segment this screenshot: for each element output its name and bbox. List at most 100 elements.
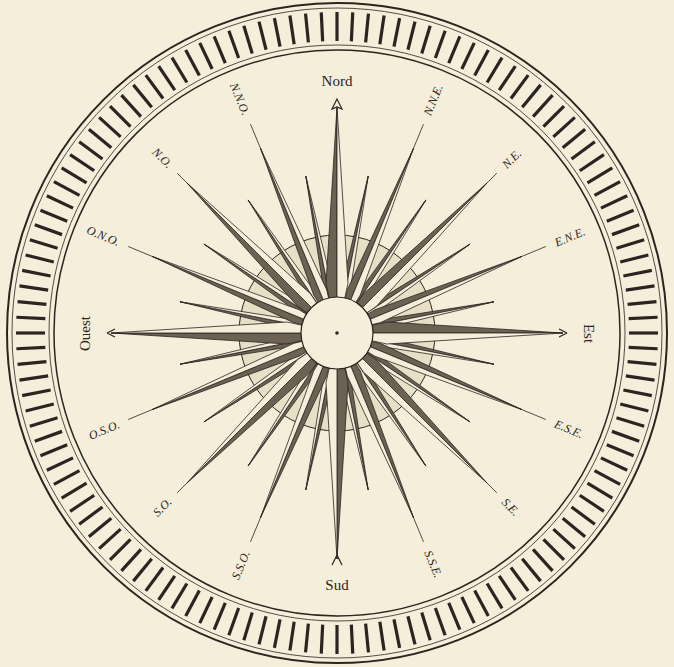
tick <box>47 196 73 208</box>
tick <box>121 549 140 570</box>
tick <box>351 625 352 654</box>
tick <box>366 14 369 43</box>
tick <box>394 619 400 647</box>
tick <box>449 603 460 630</box>
tick <box>587 483 612 498</box>
center-dot <box>335 331 339 335</box>
tick <box>335 12 338 41</box>
tip-mark <box>107 329 115 337</box>
tick <box>229 31 239 58</box>
tick <box>553 117 574 136</box>
tick <box>159 576 175 600</box>
tick <box>499 576 515 600</box>
tip-mark <box>332 555 342 565</box>
tick <box>146 568 163 591</box>
tick <box>620 404 648 411</box>
tick <box>54 471 80 485</box>
leader-line <box>414 124 424 148</box>
leader-line <box>487 173 497 183</box>
tick <box>229 608 239 635</box>
outer-ring <box>12 8 662 658</box>
cardinal-label: Ouest <box>78 316 93 351</box>
tick <box>290 15 294 44</box>
tick <box>274 18 280 46</box>
tick <box>79 507 102 524</box>
tick <box>110 106 131 127</box>
tick <box>620 255 648 262</box>
tick <box>435 31 445 58</box>
tick <box>595 182 621 196</box>
tick <box>543 106 564 127</box>
tick <box>18 362 47 365</box>
tick <box>580 495 604 511</box>
tick <box>553 529 574 548</box>
inner-ring <box>49 45 625 621</box>
tick <box>499 66 515 90</box>
tick <box>321 625 322 654</box>
tick <box>19 286 48 290</box>
direction-label: S.E. <box>500 496 522 518</box>
tick <box>172 58 187 83</box>
tick <box>335 625 338 654</box>
tick <box>587 168 612 183</box>
leader-line <box>177 173 187 183</box>
tick <box>394 18 400 46</box>
tick <box>274 619 280 647</box>
tick <box>422 612 430 640</box>
tick <box>16 331 45 334</box>
tick <box>511 568 528 591</box>
tick <box>623 390 651 396</box>
direction-label: E.S.E. <box>553 418 585 440</box>
direction-label: S.S.O. <box>230 549 252 581</box>
tick <box>580 155 604 171</box>
tick <box>99 117 120 136</box>
tick <box>259 22 266 50</box>
leader-line <box>522 247 546 257</box>
tick <box>22 390 50 396</box>
tick <box>628 302 657 305</box>
tick <box>47 458 73 470</box>
tick <box>22 270 50 276</box>
tick <box>533 549 552 570</box>
tick <box>612 225 639 235</box>
tick <box>563 129 585 147</box>
direction-label: S.O. <box>151 496 174 519</box>
center-disc <box>301 297 373 369</box>
tick <box>54 182 80 196</box>
leader-line <box>128 410 152 420</box>
tick <box>487 58 502 83</box>
direction-label: N.E. <box>500 147 524 171</box>
tick <box>79 142 102 159</box>
tick <box>214 36 225 63</box>
tick <box>408 22 415 50</box>
tick <box>244 26 252 54</box>
tick <box>16 347 45 348</box>
tick <box>607 210 634 221</box>
cardinal-label: Est <box>581 323 596 342</box>
tick <box>533 95 552 116</box>
tick <box>306 624 309 653</box>
tick <box>408 616 415 644</box>
tick <box>543 539 564 560</box>
direction-label: N.N.O. <box>228 82 252 118</box>
leader-line <box>251 124 261 148</box>
tick <box>306 14 309 43</box>
outer-ring <box>7 3 667 663</box>
leader-line <box>487 483 497 493</box>
tick <box>629 331 658 334</box>
tick <box>601 458 627 470</box>
tick <box>290 622 294 651</box>
tick <box>623 270 651 276</box>
tick <box>572 142 595 159</box>
tick <box>612 431 639 441</box>
tick <box>572 507 595 524</box>
inner-ring <box>54 50 620 616</box>
tick <box>487 583 502 608</box>
tip-mark <box>559 329 567 337</box>
tick <box>563 518 585 536</box>
tick <box>146 75 163 98</box>
tick <box>259 616 266 644</box>
tick <box>475 591 489 617</box>
tick <box>172 583 187 608</box>
